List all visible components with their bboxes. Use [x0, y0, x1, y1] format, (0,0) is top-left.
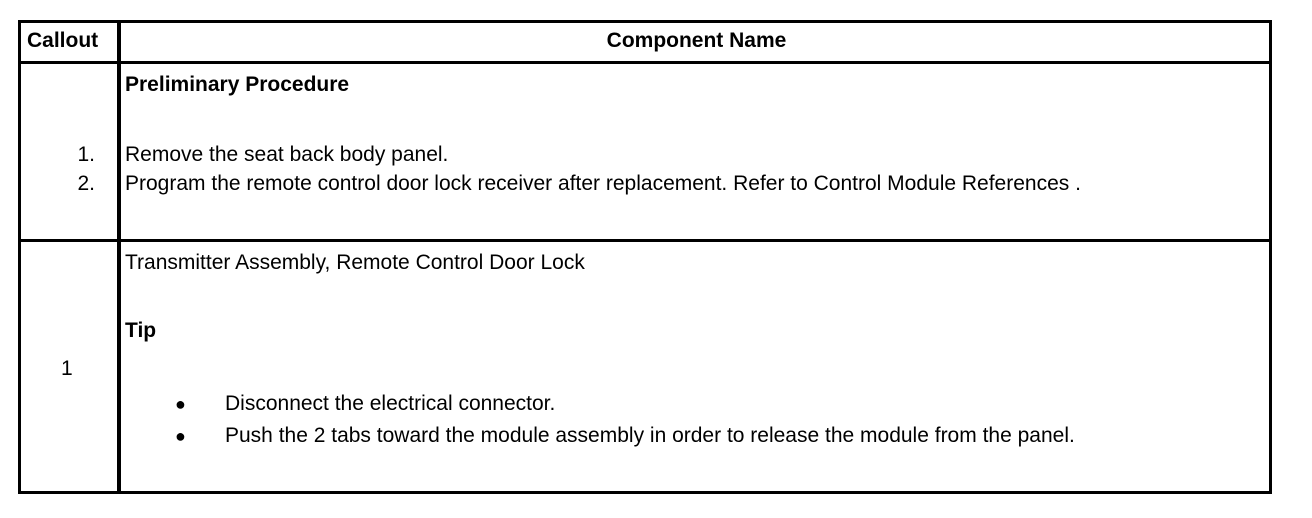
step-number: 1.	[77, 143, 95, 166]
component-name: Transmitter Assembly, Remote Control Doo…	[125, 251, 585, 274]
bullet-icon: ●	[175, 394, 186, 414]
preliminary-step-text: Remove the seat back body panel.	[125, 143, 449, 166]
callout-number: 1	[61, 357, 73, 380]
tip-item: Disconnect the electrical connector.	[225, 392, 556, 415]
step-number: 2.	[77, 172, 95, 195]
header-divider	[21, 61, 1269, 64]
row-divider	[21, 239, 1269, 242]
column-divider	[117, 23, 121, 491]
preliminary-title: Preliminary Procedure	[125, 73, 350, 96]
tip-item: Push the 2 tabs toward the module assemb…	[225, 424, 1075, 447]
bullet-icon: ●	[175, 426, 186, 446]
preliminary-step-text: Program the remote control door lock rec…	[125, 172, 1081, 195]
header-callout: Callout	[27, 29, 99, 52]
header-component-name: Component Name	[606, 29, 787, 52]
tip-title: Tip	[125, 319, 157, 342]
component-table: Callout Component Name Preliminary Proce…	[18, 20, 1272, 494]
